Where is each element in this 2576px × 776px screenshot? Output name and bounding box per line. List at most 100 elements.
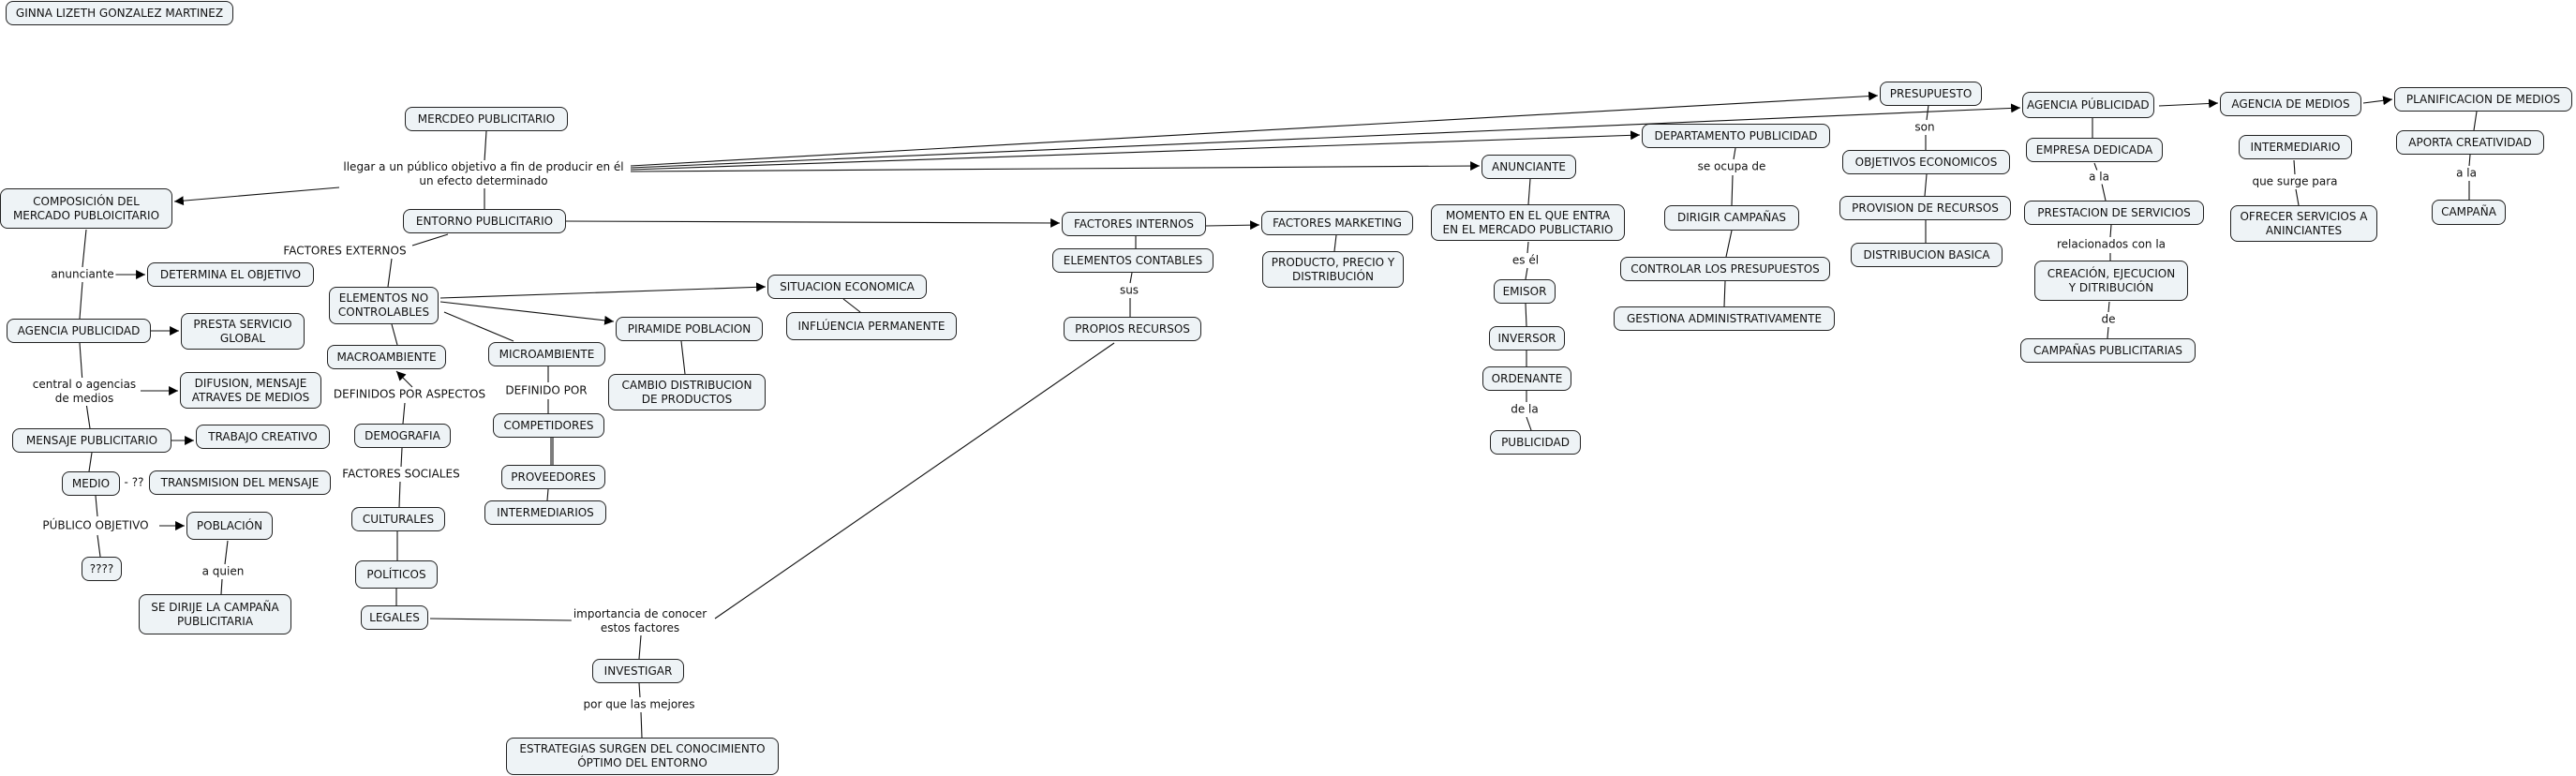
concept-difusion[interactable]: DIFUSION, MENSAJE ATRAVES DE MEDIOS [180, 372, 321, 409]
connector-line [402, 402, 406, 425]
concept-mensaje[interactable]: MENSAJE PUBLICITARIO [12, 428, 171, 453]
connector-line [1527, 178, 1531, 205]
concept-interrogantes[interactable]: ???? [82, 557, 122, 581]
linking-phrase-importancia[interactable]: importancia de conocer estos factores [571, 607, 709, 635]
concept-presta[interactable]: PRESTA SERVICIO GLOBAL [181, 313, 305, 350]
linking-phrase-se-ocupa[interactable]: se ocupa de [1695, 159, 1768, 174]
concept-factores-marketing[interactable]: FACTORES MARKETING [1261, 211, 1413, 235]
concept-inversor[interactable]: INVERSOR [1489, 326, 1565, 351]
concept-politicos[interactable]: POLÍTICOS [355, 560, 438, 589]
concept-competidores[interactable]: COMPETIDORES [493, 413, 604, 438]
concept-legales[interactable]: LEGALES [361, 605, 428, 630]
linking-phrase-publico[interactable]: PÚBLICO OBJETIVO [40, 518, 151, 533]
connector-arrow [630, 130, 1641, 171]
concept-microambiente[interactable]: MICROAMBIENTE [488, 342, 605, 366]
linking-phrase-es-el[interactable]: es él [1510, 253, 1541, 268]
concept-demografia[interactable]: DEMOGRAFIA [354, 424, 451, 448]
linking-phrase-sus[interactable]: sus [1117, 283, 1141, 298]
concept-elementos-contables[interactable]: ELEMENTOS CONTABLES [1052, 248, 1214, 273]
concept-controlar[interactable]: CONTROLAR LOS PRESUPUESTOS [1620, 257, 1830, 281]
linking-phrase-que-surge[interactable]: que surge para [2250, 174, 2340, 189]
connector-line [95, 495, 98, 517]
concept-macroambiente[interactable]: MACROAMBIENTE [327, 345, 446, 369]
connector-arrow [439, 282, 767, 299]
concept-entorno[interactable]: ENTORNO PUBLICITARIO [403, 209, 566, 233]
concept-dirigir[interactable]: DIRIGIR CAMPAÑAS [1664, 205, 1799, 231]
concept-cambio[interactable]: CAMBIO DISTRIBUCION DE PRODUCTOS [608, 374, 766, 410]
author-title[interactable]: GINNA LIZETH GONZALEZ MARTINEZ [6, 1, 233, 25]
linking-phrase-de-la[interactable]: de la [1509, 402, 1541, 417]
linking-phrase-definidos[interactable]: DEFINIDOS POR ASPECTOS [331, 387, 488, 402]
connector-arrow [630, 91, 1879, 167]
linking-phrase-externos[interactable]: FACTORES EXTERNOS [281, 244, 409, 259]
concept-se-dirije[interactable]: SE DIRIJE LA CAMPAÑA PUBLICITARIA [139, 594, 291, 634]
concept-creacion[interactable]: CREACIÓN, EJECUCION Y DITRIBUCIÓN [2034, 261, 2188, 301]
concept-agencia-medios[interactable]: AGENCIA DE MEDIOS [2220, 92, 2361, 116]
concept-situacion[interactable]: SITUACION ECONOMICA [767, 275, 927, 299]
concept-trabajo[interactable]: TRABAJO CREATIVO [196, 425, 330, 449]
concept-ofrecer[interactable]: OFRECER SERVICIOS A ANINCIANTES [2230, 205, 2377, 242]
concept-prestacion[interactable]: PRESTACION DE SERVICIOS [2024, 201, 2204, 225]
concept-departamento[interactable]: DEPARTAMENTO PUBLICIDAD [1642, 124, 1830, 148]
linking-phrase-de[interactable]: de [2099, 312, 2118, 327]
linking-phrase-dudas[interactable]: - ?? [122, 475, 146, 490]
concept-presupuesto[interactable]: PRESUPUESTO [1880, 82, 1982, 106]
connector-line [638, 682, 641, 698]
concept-provision[interactable]: PROVISION DE RECURSOS [1839, 196, 2011, 220]
connector-arrow [630, 161, 1481, 172]
linking-phrase-definido[interactable]: DEFINIDO POR [503, 383, 589, 398]
concept-elementos-no[interactable]: ELEMENTOS NO CONTROLABLES [329, 287, 439, 324]
concept-campana[interactable]: CAMPAÑA [2432, 200, 2506, 225]
connector-line [1733, 147, 1736, 160]
concept-investigar[interactable]: INVESTIGAR [592, 659, 684, 683]
linking-phrase-por-que[interactable]: por que las mejores [581, 697, 697, 712]
linking-phrase-relacionados[interactable]: relacionados con la [2054, 237, 2168, 252]
concept-estrategias[interactable]: ESTRATEGIAS SURGEN DEL CONOCIMIENTO ÓPTI… [506, 738, 779, 775]
concept-medio[interactable]: MEDIO [62, 471, 120, 496]
connector-line [79, 281, 83, 320]
concept-intermediario[interactable]: INTERMEDIARIO [2239, 135, 2352, 159]
concept-poblacion[interactable]: POBLACIÓN [186, 512, 273, 540]
concept-aporta[interactable]: APORTA CREATIVIDAD [2396, 130, 2544, 155]
connector-arrow [173, 187, 340, 206]
concept-objetivos[interactable]: OBJETIVOS ECONOMICOS [1842, 150, 2010, 174]
concept-proveedores[interactable]: PROVEEDORES [501, 465, 605, 489]
linking-phrase-sociales[interactable]: FACTORES SOCIALES [340, 467, 462, 482]
concept-publicidad[interactable]: PUBLICIDAD [1490, 430, 1581, 455]
connector-line [2109, 224, 2112, 238]
concept-planificacion[interactable]: PLANIFICACION DE MEDIOS [2394, 87, 2572, 112]
concept-composicion[interactable]: COMPOSICIÓN DEL MERCADO PUBLOICITARIO [0, 188, 172, 229]
linking-phrase-llegar[interactable]: llegar a un público objetivo a fin de pr… [341, 160, 626, 188]
concept-factores-internos[interactable]: FACTORES INTERNOS [1062, 212, 1206, 236]
concept-empresa[interactable]: EMPRESA DEDICADA [2026, 138, 2163, 162]
concept-agencia-publicidad[interactable]: AGENCIA PUBLICIDAD [7, 319, 151, 343]
linking-phrase-a-la1[interactable]: a la [2087, 170, 2111, 185]
concept-anunciante[interactable]: ANUNCIANTE [1482, 155, 1576, 179]
concept-gestiona[interactable]: GESTIONA ADMINISTRATIVAMENTE [1614, 306, 1835, 331]
connector-line [2107, 301, 2110, 313]
concept-culturales[interactable]: CULTURALES [351, 507, 445, 531]
concept-determina[interactable]: DETERMINA EL OBJETIVO [147, 262, 314, 287]
concept-emisor[interactable]: EMISOR [1494, 279, 1556, 304]
linking-phrase-a-la2[interactable]: a la [2454, 166, 2479, 181]
connector-line [2468, 154, 2471, 167]
concept-mercadeo[interactable]: MERCDEO PUBLICITARIO [405, 107, 568, 131]
connector-arrow [565, 218, 1061, 228]
linking-phrase-central[interactable]: central o agencias de medios [30, 378, 139, 406]
concept-ordenante[interactable]: ORDENANTE [1482, 366, 1571, 391]
concept-campanas[interactable]: CAMPAÑAS PUBLICITARIAS [2020, 338, 2196, 363]
connector-arrow [630, 103, 2021, 169]
concept-distribucion[interactable]: DISTRIBUCION BASICA [1851, 243, 2003, 267]
concept-piramide[interactable]: PIRAMIDE POBLACION [616, 317, 763, 341]
linking-phrase-anunciante[interactable]: anunciante [49, 267, 116, 282]
concept-influencia[interactable]: INFLÚENCIA PERMANENTE [786, 312, 957, 340]
concept-transmision[interactable]: TRANSMISION DEL MENSAJE [149, 470, 331, 495]
concept-propios[interactable]: PROPIOS RECURSOS [1064, 317, 1201, 341]
concept-momento[interactable]: MOMENTO EN EL QUE ENTRA EN EL MERCADO PU… [1431, 204, 1625, 241]
concept-intermediarios[interactable]: INTERMEDIARIOS [484, 500, 606, 525]
linking-phrase-a-quien[interactable]: a quien [200, 564, 246, 579]
concept-producto[interactable]: PRODUCTO, PRECIO Y DISTRIBUCIÓN [1262, 251, 1404, 288]
concept-agencia-publicidad2[interactable]: AGENCIA PÚBLICIDAD [2022, 92, 2154, 118]
linking-phrase-son[interactable]: son [1913, 120, 1937, 135]
